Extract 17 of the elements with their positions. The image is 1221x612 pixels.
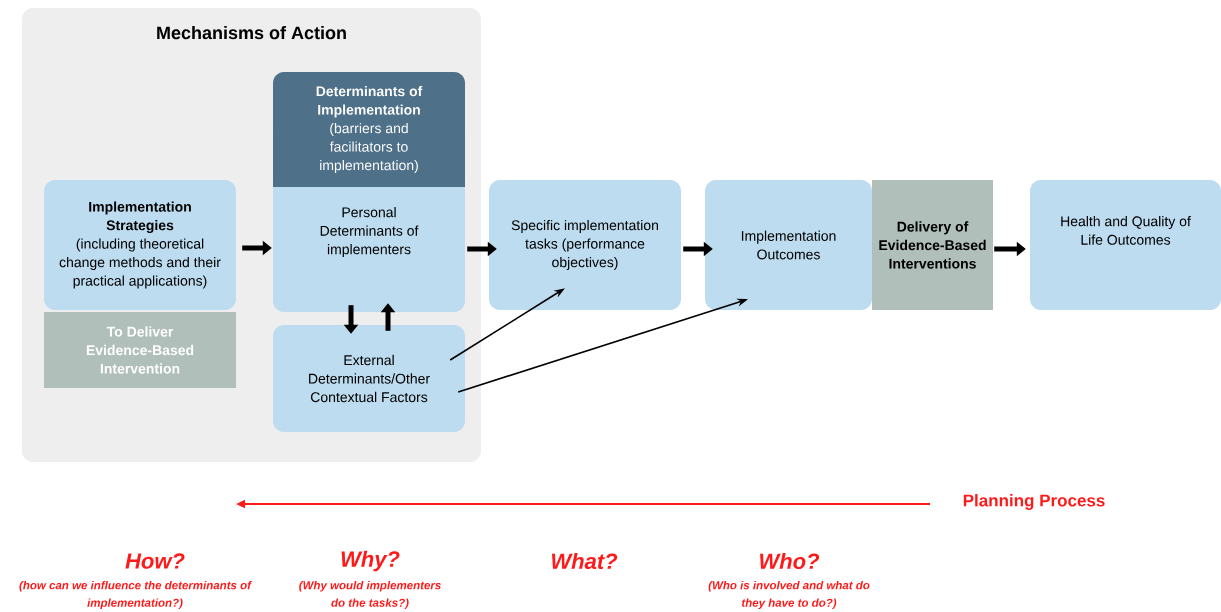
process-box: Specific implementation tasks (performance objectives) xyxy=(489,180,681,310)
process-box: Implementation Outcomes xyxy=(705,180,872,310)
note-box: To Deliver Evidence-Based Intervention xyxy=(44,312,236,388)
question-heading: How? xyxy=(125,553,185,569)
question-heading: What? xyxy=(552,552,618,570)
question-note: (Why would implementers do the tasks?) xyxy=(299,580,441,610)
process-box: External Determinants/Other Contextual Factors xyxy=(273,325,465,432)
process-box: Delivery of Evidence-Based Interventions xyxy=(872,180,993,310)
outcome-box: Health and Quality of Life Outcomes xyxy=(1030,180,1221,310)
question-note: (Who is involved and what do they have to do?) xyxy=(708,580,870,610)
question-heading: Who? xyxy=(760,552,820,570)
process-box: Personal Determinants of implementers xyxy=(273,187,465,312)
strategy-box: Implementation Strategies (including theoretical change methods and their practical applications) xyxy=(44,180,236,310)
header-box: Determinants of Implementation (barriers and facilitators to implementation) xyxy=(273,72,465,187)
process-label: Planning Process xyxy=(963,494,1105,510)
question-note: (how can we influence the determinants of implementation?) xyxy=(19,580,252,610)
question-heading: Why? xyxy=(341,550,400,572)
